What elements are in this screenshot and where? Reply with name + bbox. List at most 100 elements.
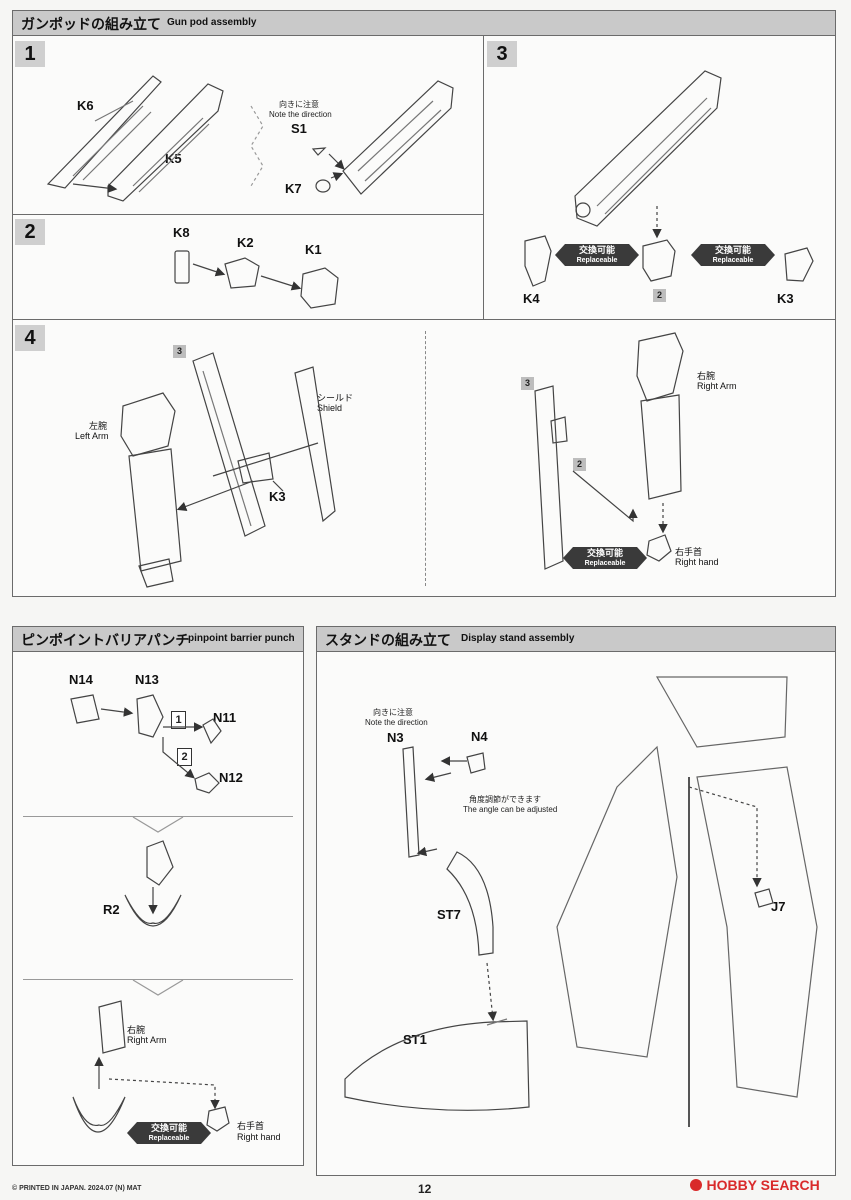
left-arm-lower [128,448,182,572]
right-hand-label-jp: 右手首 [675,547,703,557]
left-arm-label-en: Left Arm [75,431,109,441]
left-arm-upper [120,392,176,457]
barrier-assembled [72,1096,126,1133]
label-k8: K8 [173,225,190,240]
gunpod-title-en: Gun pod assembly [167,17,257,28]
part-k8 [174,250,190,284]
label-k3-step4: K3 [269,489,286,504]
stand-title-en: Display stand assembly [461,633,575,644]
hobby-search-logo: HOBBY SEARCH [690,1176,820,1194]
gunpod-half-k6 [46,75,162,189]
hobby-search-logo-text: HOBBY SEARCH [706,1176,820,1193]
part-n4 [466,752,486,774]
punch-title-jp: ピンポイントバリアパンチ [21,632,190,648]
gunpod-assembled [342,80,454,195]
part-k7 [315,179,331,193]
label-r2: R2 [103,902,120,917]
right-hand-label-en: Right hand [675,557,719,567]
punch-right-arm-en: Right Arm [127,1035,167,1045]
part-2-assembly [642,239,676,282]
part-st1 [344,1020,530,1111]
right-arm-label-en: Right Arm [697,381,737,391]
shield-label-en: Shield [317,403,343,413]
tag-box-2: 2 [177,748,192,766]
punch-divider-1 [23,816,293,817]
punch-right-hand [206,1106,230,1132]
stand-note-jp: 向きに注意 [373,708,413,717]
label-n4: N4 [471,729,488,744]
step-1-number: 1 [15,41,45,67]
part-j7 [754,888,774,908]
label-k2: K2 [237,235,254,250]
step-2-number: 2 [15,219,45,245]
part-n12 [194,772,220,794]
label-k7: K7 [285,181,302,196]
punch-title-en: pinpoint barrier punch [188,633,295,644]
tag-step-3-right: 3 [521,377,534,390]
angle-note-en: The angle can be adjusted [463,805,558,814]
punch-section: ピンポイントバリアパンチ pinpoint barrier punch N14 … [12,626,304,1166]
gunpod-header: ガンポッドの組み立て Gun pod assembly [13,11,835,36]
gunpod-section: ガンポッドの組み立て Gun pod assembly 1 K6 K5 向きに注… [12,10,836,597]
stand-header: スタンドの組み立て Display stand assembly [317,627,835,652]
label-n12: N12 [219,770,243,785]
barrier-part-r2 [124,894,182,927]
shield [294,366,336,523]
step4-left-drawing [120,352,336,588]
label-st1: ST1 [403,1032,427,1047]
gunpod-half-k5 [107,83,224,202]
left-hand [138,558,174,588]
label-n3: N3 [387,730,404,745]
label-k6: K6 [77,98,94,113]
part-k2 [224,257,260,289]
label-n11: N11 [213,710,237,725]
left-arm-label-jp: 左腕 [89,421,108,431]
punch-right-arm [98,1000,126,1054]
step4-right-drawing [534,332,684,570]
angle-note-jp: 角度調節ができます [469,795,541,804]
stand-section: スタンドの組み立て Display stand assembly 向きに注意 N… [316,626,836,1176]
gunpod-right-arm [534,385,564,570]
step-4-number: 4 [15,325,45,351]
step1-drawing [46,75,454,202]
label-k4: K4 [523,291,540,306]
stand-note-en: Note the direction [365,718,428,727]
divider-top-bottom [13,319,835,320]
note-jp: 向きに注意 [279,100,319,109]
label-k3: K3 [777,291,794,306]
stand-title-jp: スタンドの組み立て [325,632,451,648]
shield-label-jp: シールド [317,393,354,403]
gunpod-muzzle [575,202,591,218]
divider-vertical-top [483,36,484,319]
part-k1 [300,267,339,309]
step3-drawing [524,70,814,287]
punch-header: ピンポイントバリアパンチ pinpoint barrier punch [13,627,303,652]
right-arm-label-jp: 右腕 [697,371,716,381]
punch-right-arm-jp: 右腕 [127,1025,146,1035]
divider-step1-step2 [13,214,483,215]
gunpod-full [574,70,722,227]
label-j7: J7 [771,899,786,914]
step-3-number: 3 [487,41,517,67]
part-st7 [446,851,494,956]
tag-step-3-left: 3 [173,345,186,358]
right-arm-lower [640,394,682,500]
label-st7: ST7 [437,907,461,922]
tag-step-2-right: 2 [573,458,586,471]
model-torso [655,676,788,748]
part-n14 [70,694,100,724]
part-s1 [311,147,327,156]
punch-divider-2 [23,979,293,980]
punch-right-hand-en: Right hand [237,1132,281,1142]
part-k3-step4 [237,452,274,484]
hobby-search-logo-icon [690,1178,702,1191]
page-number: 12 [418,1182,432,1196]
right-arm-upper [636,332,684,402]
stand-drawing [344,676,818,1127]
model-right-leg [696,766,818,1098]
part-n13 [136,694,164,738]
label-n13: N13 [135,672,159,687]
step2-drawing [174,250,339,309]
